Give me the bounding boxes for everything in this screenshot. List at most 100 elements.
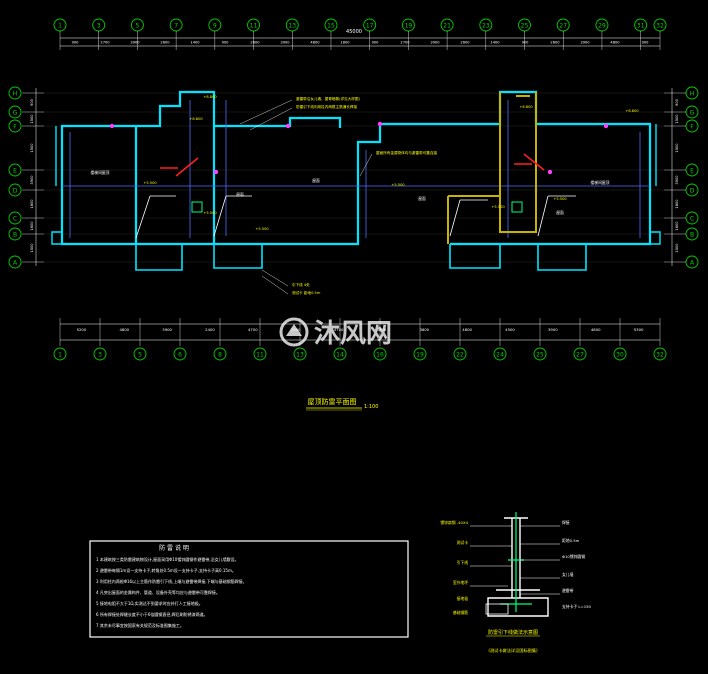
bottom-dim-segment: 5200 bbox=[77, 327, 87, 332]
bottom-dimension-chain: 5200480039002400470029004700480036004800… bbox=[53, 318, 667, 361]
axis-label-top: 27 bbox=[559, 23, 567, 30]
axis-label-bottom: 30 bbox=[616, 352, 624, 359]
roof-plan bbox=[51, 90, 661, 271]
callout-leader bbox=[239, 99, 293, 125]
notes-item: 1 本建筑按三类防雷建筑物设计,屋面采用Φ10镀锌圆钢作避雷带,沿女儿墙敷设。 bbox=[96, 556, 239, 562]
detail-label: 女儿墙 bbox=[562, 572, 574, 577]
top-dim-segment: 3900 bbox=[430, 41, 440, 45]
elevation-tag: +8.800 bbox=[519, 105, 533, 109]
axis-bubble-left bbox=[8, 86, 22, 100]
left-dim-segment: 1500 bbox=[30, 143, 34, 153]
axis-label-top: 11 bbox=[250, 23, 258, 30]
watermark-logo-icon bbox=[279, 317, 309, 347]
detail-wall bbox=[487, 517, 549, 617]
axis-label-right: D bbox=[690, 188, 695, 195]
detail-label: 避雷带 bbox=[562, 588, 574, 593]
top-dim-segment: 900 bbox=[222, 41, 230, 45]
axis-label-bottom: 14 bbox=[336, 352, 344, 359]
axis-bubble-bottom bbox=[613, 347, 627, 361]
axis-label-right: C bbox=[690, 216, 694, 223]
axis-label-bottom: 24 bbox=[496, 352, 504, 359]
axis-bubble-bottom bbox=[453, 347, 467, 361]
detail-title: 防雷引下线做法示意图 bbox=[488, 629, 538, 636]
axis-label-bottom: 27 bbox=[576, 352, 584, 359]
left-dim-segment: 900 bbox=[30, 98, 34, 106]
detail-conductor bbox=[500, 512, 532, 612]
axis-label-top: 7 bbox=[174, 23, 178, 30]
axis-label-left: B bbox=[13, 232, 17, 239]
axis-label-right: E bbox=[690, 168, 694, 175]
axis-bubble-left bbox=[8, 255, 22, 269]
axis-label-right: B bbox=[690, 232, 694, 239]
axis-bubble-left bbox=[8, 227, 22, 241]
elevation-tag: +5.500 bbox=[553, 197, 567, 201]
axis-bubble-bottom bbox=[293, 347, 307, 361]
callout-leader bbox=[261, 275, 289, 295]
top-dim-segment: 3900 bbox=[580, 41, 590, 45]
notes-item: 5 接地电阻不大于1Ω,实测达不到要求时应补打人工接地极。 bbox=[96, 600, 203, 606]
bottom-dim-segment: 4700 bbox=[334, 327, 344, 332]
side-steps bbox=[51, 124, 661, 245]
room-label: 屋面 bbox=[556, 210, 564, 215]
elevation-tag: +5.500 bbox=[391, 183, 405, 187]
top-dim-segment: 4800 bbox=[610, 41, 620, 45]
detail-label: 支持卡子 L=150 bbox=[562, 604, 592, 609]
detail-label: 距地0.5m bbox=[562, 538, 580, 543]
callout-leader bbox=[249, 107, 293, 131]
axis-label-top: 32 bbox=[656, 23, 664, 30]
watermark-text: 沐风网 bbox=[314, 319, 392, 349]
detail-label: 接地极 bbox=[457, 596, 469, 601]
axis-label-bottom: 25 bbox=[536, 352, 544, 359]
axis-label-top: 13 bbox=[288, 23, 296, 30]
notes-border bbox=[89, 540, 409, 638]
watermark-logo-mark bbox=[286, 324, 302, 336]
notes-item: 6 所有焊接处焊缝长度不小于6倍圆钢直径,焊后刷防锈漆两道。 bbox=[96, 611, 208, 617]
callout-leader bbox=[261, 269, 289, 287]
roof-outline-main bbox=[60, 90, 652, 246]
axis-label-left: H bbox=[13, 91, 18, 98]
top-dim-segment: 3900 bbox=[280, 41, 290, 45]
axis-label-bottom: 13 bbox=[296, 352, 304, 359]
axis-label-top: 15 bbox=[327, 23, 335, 30]
axis-bubble-left bbox=[8, 183, 22, 197]
down-conductor-markers bbox=[191, 201, 523, 213]
left-dim-segment: 1500 bbox=[30, 243, 34, 253]
top-dim-segment: 900 bbox=[522, 41, 530, 45]
plan-text: 楼梯间屋顶屋面屋面屋面楼梯间屋顶屋面+8.800+8.800+8.800+5.5… bbox=[91, 95, 640, 295]
elevation-tag: +5.500 bbox=[203, 211, 217, 215]
axis-bubble-bottom bbox=[653, 347, 667, 361]
elevation-tag: +8.800 bbox=[625, 109, 639, 113]
axis-label-bottom: 6 bbox=[178, 352, 182, 359]
detail-label: 焊接 bbox=[562, 520, 570, 525]
bottom-dim-segment: 4800 bbox=[119, 327, 129, 332]
notes-items: 1 本建筑按三类防雷建筑物设计,屋面采用Φ10镀锌圆钢作避雷带,沿女儿墙敷设。2… bbox=[96, 556, 247, 628]
room-label: 屋面 bbox=[418, 196, 426, 201]
axis-label-bottom: 5 bbox=[138, 352, 142, 359]
bottom-dim-segment: 4500 bbox=[505, 327, 515, 332]
right-dim-segment: 1500 bbox=[675, 143, 679, 153]
bottom-dim-segment: 4800 bbox=[462, 327, 472, 332]
top-dim-segment: 2600 bbox=[460, 41, 470, 45]
elevation-tag: +5.500 bbox=[143, 181, 157, 185]
axis-bubble-left bbox=[8, 211, 22, 225]
axis-bubble-left bbox=[8, 119, 22, 133]
elevation-tag: +5.500 bbox=[491, 205, 505, 209]
axis-bubble-bottom bbox=[533, 347, 547, 361]
right-dim-segment: 3900 bbox=[675, 175, 679, 185]
right-dim-segment: 900 bbox=[675, 98, 679, 106]
detail-label: Φ10镀锌圆钢 bbox=[562, 554, 585, 559]
callout-text: 测试卡 距地0.5m bbox=[292, 290, 321, 295]
side-dimension-chains: HGFEDCBAHGFEDCBA900150015003900180016001… bbox=[8, 86, 699, 269]
axis-label-bottom: 8 bbox=[218, 352, 222, 359]
axis-bubble-bottom bbox=[133, 347, 147, 361]
bottom-dim-segment: 4800 bbox=[377, 327, 387, 332]
callout-text: 避雷带沿女儿墙、屋脊暗敷(详见大样图) bbox=[296, 96, 360, 101]
axis-label-bottom: 32 bbox=[656, 352, 664, 359]
axis-label-bottom: 19 bbox=[416, 352, 424, 359]
top-dim-segment: 900 bbox=[642, 41, 650, 45]
left-dim-segment: 1500 bbox=[30, 114, 34, 124]
axis-label-bottom: 11 bbox=[256, 352, 264, 359]
notes-item: 3 利用柱内两根Φ16以上主筋作防雷引下线,上端与避雷带焊接,下端与基础钢筋焊接… bbox=[96, 578, 247, 584]
axis-bubble-bottom bbox=[373, 347, 387, 361]
